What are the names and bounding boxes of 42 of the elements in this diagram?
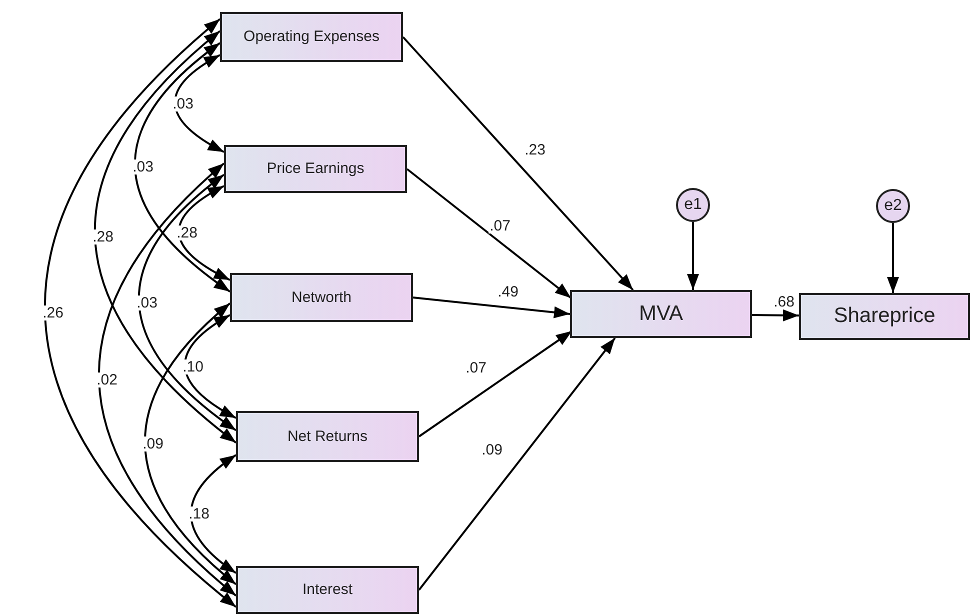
covariance-arrow (144, 302, 237, 586)
edge-label: .28 (176, 226, 198, 240)
path-arrow (418, 337, 616, 591)
path-arrow (406, 168, 572, 299)
path-arrow (412, 296, 570, 318)
variable-box: Interest (236, 566, 419, 614)
covariance-arrow (44, 18, 237, 608)
path-arrow (752, 309, 800, 322)
edge-label: .07 (464, 360, 488, 376)
edge-label: .03 (132, 160, 154, 175)
variable-box: Shareprice (799, 293, 970, 340)
variable-box: MVA (570, 290, 752, 338)
covariance-arrow (138, 174, 237, 432)
error-circle: e2 (876, 189, 910, 223)
covariance-arrow (190, 454, 237, 574)
edge-label: .07 (488, 218, 512, 234)
edge-label: .28 (92, 229, 114, 244)
edge-label: .03 (172, 96, 194, 111)
covariance-arrow (184, 314, 236, 419)
edge-label: .09 (480, 442, 504, 458)
edge-label: .26 (42, 306, 64, 320)
variable-box: Price Earnings (224, 145, 407, 193)
edge-label: .10 (182, 359, 204, 374)
path-arrow (402, 36, 634, 291)
edge-label: .68 (772, 294, 796, 310)
variable-box: Operating Expenses (220, 12, 403, 62)
covariance-arrow (94, 30, 237, 444)
covariance-arrow (174, 54, 224, 153)
covariance-arrow (98, 162, 237, 596)
variable-box: Networth (230, 273, 413, 322)
path-arrow (887, 223, 899, 293)
edge-label: .03 (136, 295, 158, 310)
edge-label: .09 (142, 436, 164, 452)
covariance-arrow (178, 185, 230, 281)
covariance-arrow (134, 42, 231, 292)
edge-label: .23 (524, 142, 546, 158)
path-arrow (687, 222, 699, 290)
edge-label: .49 (496, 284, 520, 300)
error-circle: e1 (676, 188, 710, 222)
edge-label: .02 (96, 372, 118, 387)
edge-label: .18 (188, 506, 210, 522)
variable-box: Net Returns (236, 411, 419, 462)
